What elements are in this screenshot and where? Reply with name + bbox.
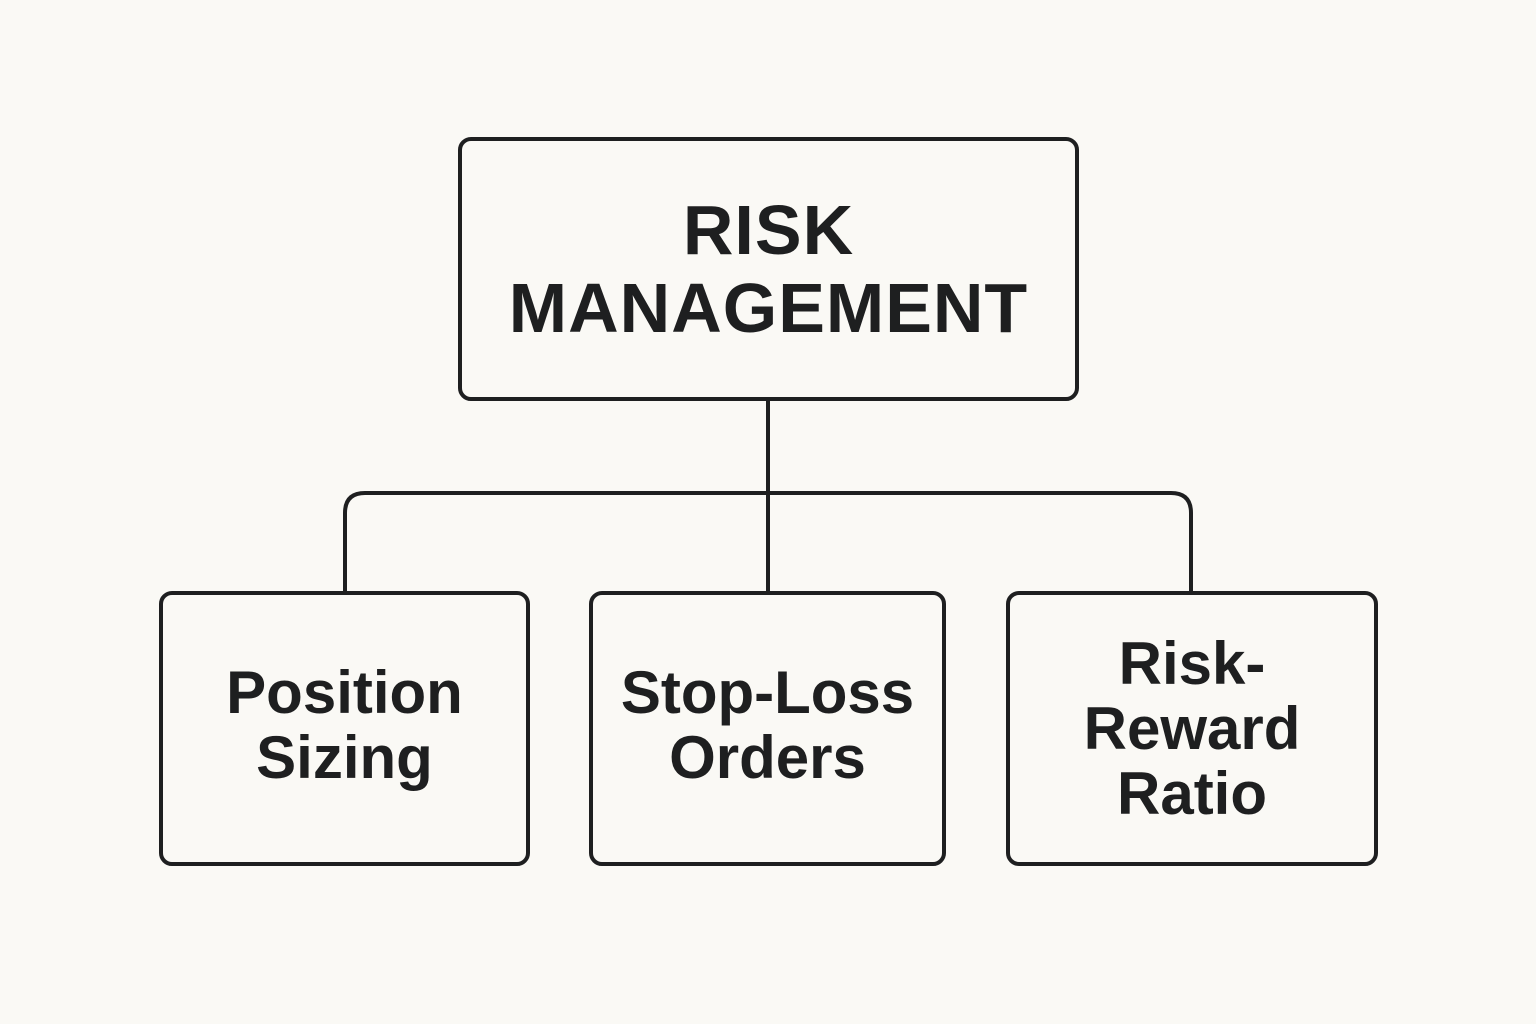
child-node-label-line: Position [226,658,463,726]
root-node-risk-management: RISK MANAGEMENT [458,137,1079,401]
child-node-label-line: Reward [1083,695,1301,762]
root-node-label-line-1: RISK [682,191,855,269]
child-node-risk-reward-ratio: Risk- Reward Ratio [1006,591,1378,866]
child-node-label-line: Risk- [1118,630,1266,697]
child-node-position-sizing: Position Sizing [159,591,530,866]
child-node-stop-loss-orders: Stop-Loss Orders [589,591,946,866]
child-node-label-line: Ratio [1117,760,1267,827]
child-node-label-line: Orders [669,723,866,791]
child-node-label-line: Stop-Loss [620,658,915,726]
child-node-label-line: Sizing [256,723,433,791]
root-node-label-line-2: MANAGEMENT [508,269,1029,347]
